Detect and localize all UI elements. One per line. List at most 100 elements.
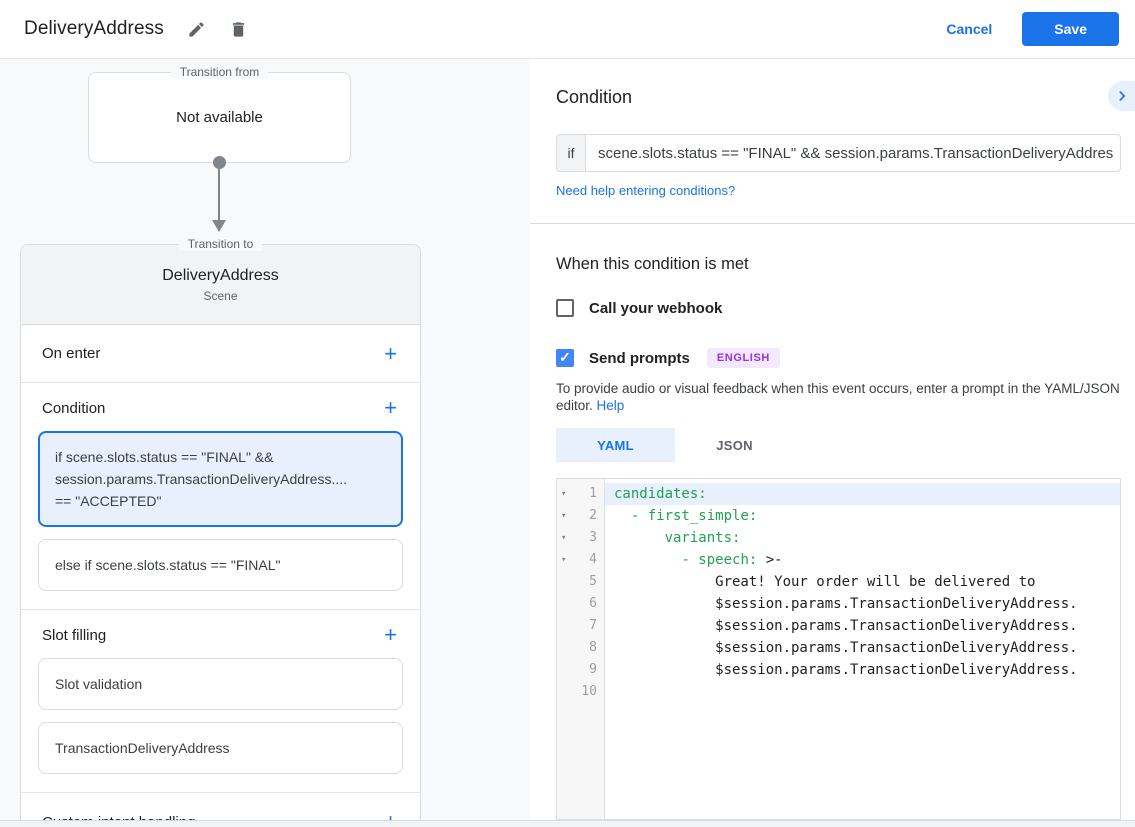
- if-prefix-label: if: [556, 134, 586, 172]
- line-number: 3: [589, 530, 597, 545]
- on-enter-label: On enter: [42, 345, 101, 362]
- bottom-scroll-strip[interactable]: [0, 820, 1135, 827]
- transition-from-legend: Transition from: [88, 65, 351, 79]
- code-line[interactable]: 5 Great! Your order will be delivered to: [557, 571, 1120, 593]
- webhook-label: Call your webhook: [589, 299, 723, 317]
- transition-to-legend: Transition to: [20, 237, 421, 251]
- line-number: 8: [589, 640, 597, 655]
- line-number: 1: [589, 486, 597, 501]
- code-text: $session.params.TransactionDeliveryAddre…: [614, 596, 1078, 612]
- condition-card[interactable]: else if scene.slots.status == "FINAL": [38, 539, 403, 591]
- transition-from-node: Not available: [88, 72, 351, 163]
- code-text: - first_simple:: [630, 508, 758, 524]
- scene-card: DeliveryAddress Scene On enter + Conditi…: [20, 244, 421, 820]
- line-number: 5: [589, 574, 597, 589]
- page-title: DeliveryAddress: [24, 18, 164, 39]
- delete-scene-button[interactable]: [220, 10, 258, 48]
- on-enter-section: On enter +: [21, 325, 420, 383]
- code-line[interactable]: ▾ 2 - first_simple:: [557, 505, 1120, 527]
- custom-intent-section: Custom intent handling +: [21, 793, 420, 821]
- transition-from-content: Not available: [176, 109, 263, 126]
- connector-arrowhead: [212, 220, 226, 232]
- code-line[interactable]: ▾ 3 variants:: [557, 527, 1120, 549]
- condition-section-label: Condition: [42, 399, 106, 417]
- code-text: - speech: >-: [681, 552, 783, 568]
- editor-code-lines: ▾ 1 candidates: ▾ 2 - first_simple: ▾ 3 varian…: [557, 479, 1120, 703]
- code-line[interactable]: 7 $session.params.TransactionDeliveryAdd…: [557, 615, 1120, 637]
- pencil-icon: [187, 20, 206, 39]
- collapse-panel-button[interactable]: [1108, 81, 1135, 111]
- condition-detail-pane: Condition if scene.slots.status == "FINA…: [530, 59, 1135, 820]
- code-text: $session.params.TransactionDeliveryAddre…: [614, 662, 1078, 678]
- code-line[interactable]: ▾ 1 candidates:: [557, 483, 1120, 505]
- save-button[interactable]: Save: [1022, 12, 1119, 46]
- code-text: candidates:: [605, 483, 1120, 505]
- fold-arrow-icon[interactable]: ▾: [561, 555, 567, 565]
- add-condition-button[interactable]: +: [384, 395, 397, 420]
- slot-card[interactable]: Slot validation: [38, 658, 403, 710]
- code-line[interactable]: 6 $session.params.TransactionDeliveryAdd…: [557, 593, 1120, 615]
- section-divider: [530, 223, 1135, 224]
- chevron-right-icon: [1112, 86, 1132, 106]
- line-number: 4: [589, 552, 597, 567]
- slot-card[interactable]: TransactionDeliveryAddress: [38, 722, 403, 774]
- prompts-description-text: To provide audio or visual feedback when…: [556, 381, 1120, 413]
- send-prompts-label: Send prompts: [589, 349, 690, 367]
- diagram-pane: Transition from Not available Transition…: [0, 59, 530, 820]
- code-text: [605, 681, 1120, 703]
- fold-arrow-icon[interactable]: ▾: [561, 533, 567, 543]
- condition-cards: if scene.slots.status == "FINAL" && sess…: [21, 431, 420, 591]
- code-line[interactable]: 9 $session.params.TransactionDeliveryAdd…: [557, 659, 1120, 681]
- edit-scene-button[interactable]: [178, 10, 216, 48]
- add-slot-button[interactable]: +: [384, 622, 397, 647]
- scene-name: DeliveryAddress: [162, 266, 279, 284]
- help-link[interactable]: Help: [596, 398, 625, 413]
- condition-section: Condition + if scene.slots.status == "FI…: [21, 383, 420, 610]
- editor-tabs: YAML JSON: [556, 428, 794, 462]
- fold-arrow-icon[interactable]: ▾: [561, 511, 567, 521]
- send-prompts-checkbox[interactable]: ✓: [556, 349, 574, 367]
- condition-expression-input[interactable]: scene.slots.status == "FINAL" && session…: [586, 134, 1121, 172]
- code-text: $session.params.TransactionDeliveryAddre…: [614, 618, 1078, 634]
- code-text: $session.params.TransactionDeliveryAddre…: [614, 640, 1078, 656]
- connector-dot: [213, 156, 226, 169]
- line-number: 6: [589, 596, 597, 611]
- condition-card-selected[interactable]: if scene.slots.status == "FINAL" && sess…: [38, 431, 403, 527]
- code-line[interactable]: ▾ 4 - speech: >-: [557, 549, 1120, 571]
- line-number: 2: [589, 508, 597, 523]
- code-line[interactable]: 8 $session.params.TransactionDeliveryAdd…: [557, 637, 1120, 659]
- webhook-row: Call your webhook: [556, 299, 722, 317]
- custom-intent-label: Custom intent handling: [42, 814, 195, 821]
- scene-type-label: Scene: [203, 288, 238, 303]
- yaml-editor[interactable]: ▾ 1 candidates: ▾ 2 - first_simple: ▾ 3 varian…: [556, 478, 1121, 820]
- tab-json[interactable]: JSON: [716, 437, 753, 453]
- add-on-enter-button[interactable]: +: [384, 340, 397, 366]
- cancel-button[interactable]: Cancel: [930, 13, 1008, 45]
- condition-expression-row: if scene.slots.status == "FINAL" && sess…: [556, 134, 1121, 172]
- line-number: 7: [589, 618, 597, 633]
- fold-arrow-icon[interactable]: ▾: [561, 489, 567, 499]
- prompts-description: To provide audio or visual feedback when…: [556, 380, 1121, 414]
- webhook-checkbox[interactable]: [556, 299, 574, 317]
- tab-yaml[interactable]: YAML: [556, 428, 675, 462]
- code-text: Great! Your order will be delivered to: [614, 574, 1036, 590]
- code-text: variants:: [664, 530, 741, 546]
- connector-line: [218, 163, 220, 220]
- code-line[interactable]: 10: [557, 681, 1120, 703]
- scene-card-header: DeliveryAddress Scene: [21, 245, 420, 325]
- when-met-heading: When this condition is met: [556, 255, 749, 273]
- slot-filling-label: Slot filling: [42, 626, 107, 644]
- top-bar: DeliveryAddress Cancel Save: [0, 0, 1135, 59]
- condition-heading: Condition: [556, 87, 633, 107]
- language-badge: ENGLISH: [706, 348, 780, 368]
- line-number: 9: [589, 662, 597, 677]
- condition-help-link[interactable]: Need help entering conditions?: [556, 183, 736, 198]
- editor-gutter: [557, 479, 605, 819]
- send-prompts-row: ✓ Send prompts ENGLISH: [556, 348, 780, 368]
- add-custom-intent-button[interactable]: +: [382, 811, 399, 821]
- line-number: 10: [581, 684, 597, 699]
- check-icon: ✓: [559, 349, 571, 365]
